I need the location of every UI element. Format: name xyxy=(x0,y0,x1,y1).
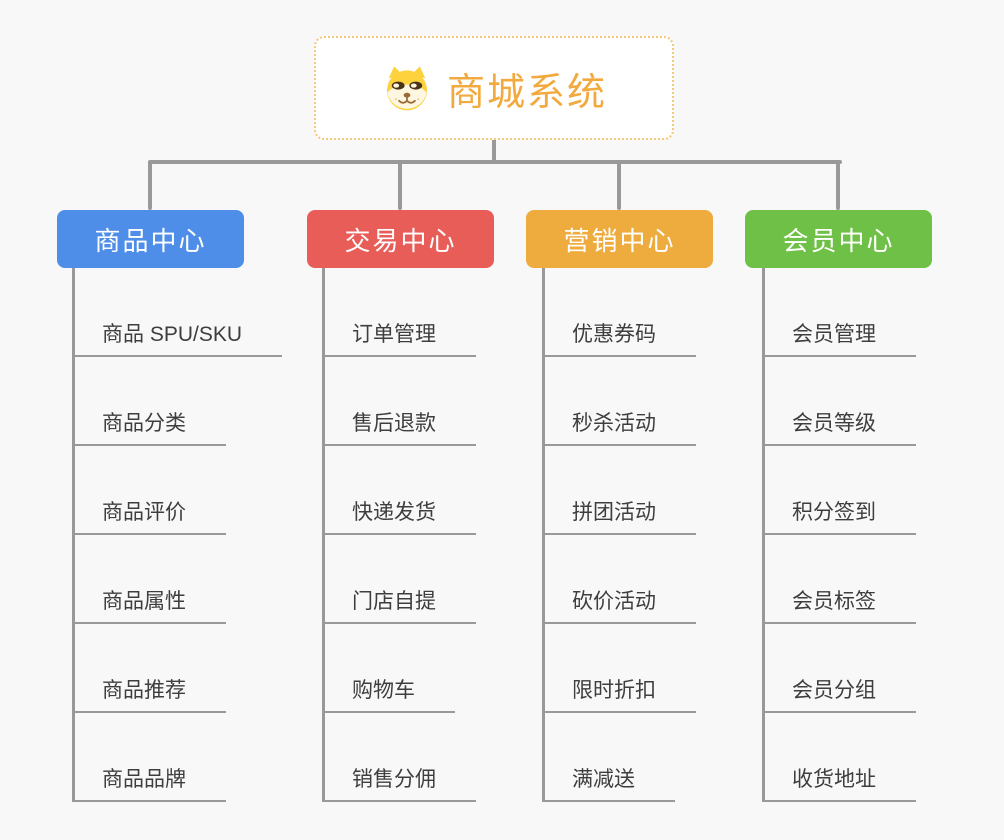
connector-drop xyxy=(617,162,621,210)
connector-drop xyxy=(398,162,402,210)
leaf-node[interactable]: 积分签到 xyxy=(762,496,916,535)
leaf-node[interactable]: 限时折扣 xyxy=(542,674,696,713)
leaf-node[interactable]: 会员管理 xyxy=(762,318,916,357)
leaf-node[interactable]: 快递发货 xyxy=(322,496,476,535)
connector-horizontal xyxy=(148,160,842,164)
branch-product-center[interactable]: 商品中心 xyxy=(57,210,244,268)
branch-trade-center[interactable]: 交易中心 xyxy=(307,210,494,268)
leaf-node[interactable]: 订单管理 xyxy=(322,318,476,357)
connector-drop xyxy=(148,162,152,210)
leaf-node[interactable]: 优惠券码 xyxy=(542,318,696,357)
branch-marketing-center[interactable]: 营销中心 xyxy=(526,210,713,268)
branch-member-center[interactable]: 会员中心 xyxy=(745,210,932,268)
leaf-node[interactable]: 收货地址 xyxy=(762,763,916,802)
leaf-node[interactable]: 商品评价 xyxy=(72,496,226,535)
leaf-node[interactable]: 秒杀活动 xyxy=(542,407,696,446)
leaf-node[interactable]: 商品品牌 xyxy=(72,763,226,802)
connector-root-trunk xyxy=(492,140,496,162)
leaf-node[interactable]: 会员标签 xyxy=(762,585,916,624)
leaf-node[interactable]: 商品属性 xyxy=(72,585,226,624)
leaf-node[interactable]: 会员分组 xyxy=(762,674,916,713)
connector-drop xyxy=(836,162,840,210)
leaf-node[interactable]: 售后退款 xyxy=(322,407,476,446)
doge-icon xyxy=(381,64,433,112)
leaf-node[interactable]: 商品推荐 xyxy=(72,674,226,713)
root-title: 商城系统 xyxy=(446,71,607,114)
root-node[interactable]: 商城系统 xyxy=(314,36,674,140)
leaf-node[interactable]: 满减送 xyxy=(542,763,675,802)
leaf-node[interactable]: 拼团活动 xyxy=(542,496,696,535)
leaf-node[interactable]: 销售分佣 xyxy=(322,763,476,802)
leaf-node[interactable]: 商品 SPU/SKU xyxy=(72,318,283,357)
leaf-node[interactable]: 商品分类 xyxy=(72,407,226,446)
leaf-node[interactable]: 购物车 xyxy=(322,674,455,713)
leaf-node[interactable]: 会员等级 xyxy=(762,407,916,446)
leaf-node[interactable]: 门店自提 xyxy=(322,585,476,624)
leaf-node[interactable]: 砍价活动 xyxy=(542,585,696,624)
